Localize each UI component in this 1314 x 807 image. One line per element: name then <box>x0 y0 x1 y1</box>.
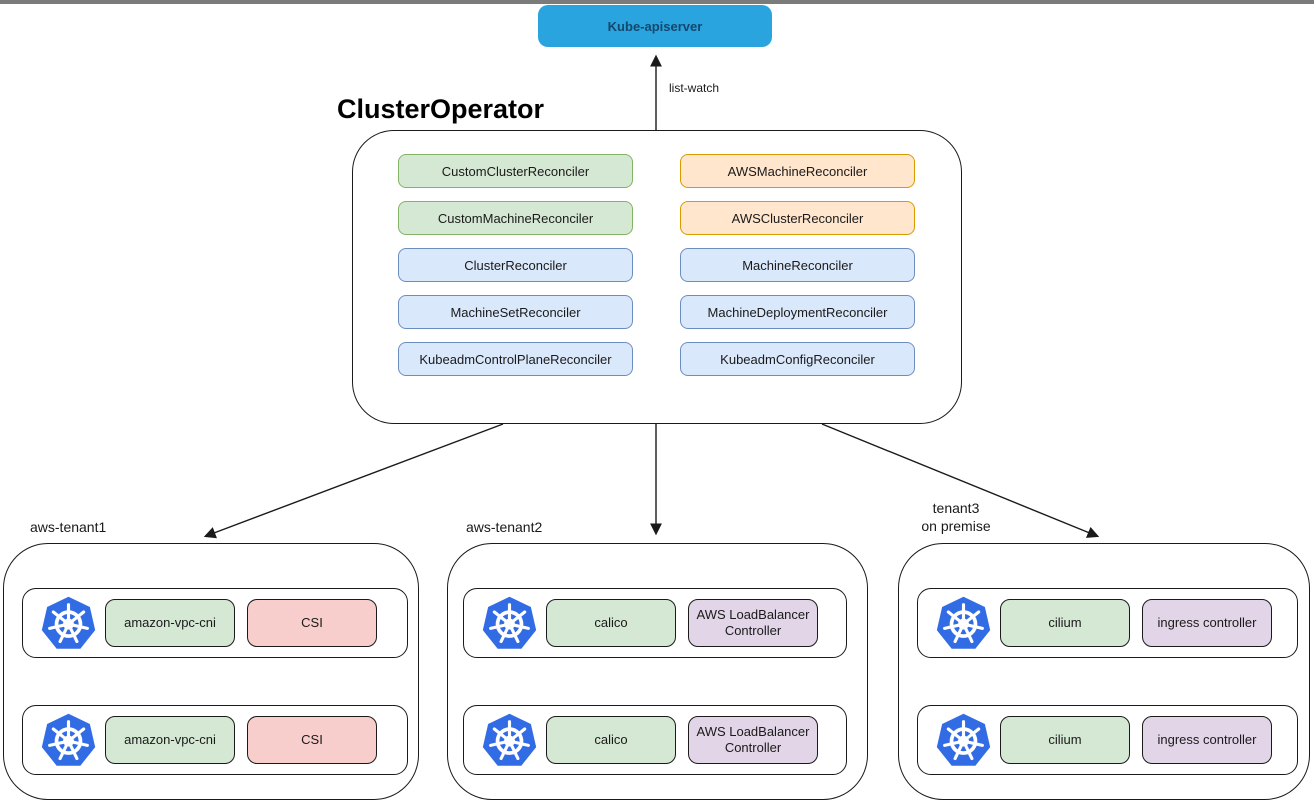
addon-node[interactable]: CSI <box>247 716 377 764</box>
tenant1-cluster-row[interactable]: amazon-vpc-cni CSI <box>22 705 408 775</box>
kubernetes-icon <box>936 713 991 766</box>
addon-node[interactable]: ingress controller <box>1142 716 1272 764</box>
cni-node[interactable]: amazon-vpc-cni <box>105 716 235 764</box>
reconciler-node[interactable]: KubeadmConfigReconciler <box>680 342 915 376</box>
reconciler-node[interactable]: ClusterReconciler <box>398 248 633 282</box>
cni-node[interactable]: cilium <box>1000 599 1130 647</box>
tenant2-cluster-row[interactable]: calico AWS LoadBalancer Controller <box>463 588 847 658</box>
cni-node[interactable]: calico <box>546 599 676 647</box>
cluster-operator-title: ClusterOperator <box>337 94 545 124</box>
list-watch-label: list-watch <box>669 81 720 95</box>
reconciler-node[interactable]: MachineReconciler <box>680 248 915 282</box>
reconciler-node[interactable]: CustomClusterReconciler <box>398 154 633 188</box>
kubernetes-icon <box>41 596 96 649</box>
tenant2-container[interactable]: calico AWS LoadBalancer Controller calic… <box>447 543 868 800</box>
tenant1-label-line: aws-tenant1 <box>30 519 107 535</box>
tenant1-container[interactable]: amazon-vpc-cni CSI amazon-vpc-cni CSI <box>3 543 419 800</box>
tenant3-label-line2: on premise <box>921 517 991 534</box>
reconciler-node[interactable]: AWSMachineReconciler <box>680 154 915 188</box>
addon-node[interactable]: ingress controller <box>1142 599 1272 647</box>
reconciler-node[interactable]: KubeadmControlPlaneReconciler <box>398 342 633 376</box>
kubernetes-icon <box>936 596 991 649</box>
tenant3-cluster-row[interactable]: cilium ingress controller <box>917 588 1298 658</box>
cni-node[interactable]: amazon-vpc-cni <box>105 599 235 647</box>
tenant2-label-line: aws-tenant2 <box>466 519 543 535</box>
kubernetes-icon <box>482 596 537 649</box>
reconciler-node[interactable]: MachineDeploymentReconciler <box>680 295 915 329</box>
cni-node[interactable]: calico <box>546 716 676 764</box>
tenant1-cluster-row[interactable]: amazon-vpc-cni CSI <box>22 588 408 658</box>
window-top-border <box>0 0 1314 4</box>
tenant3-cluster-row[interactable]: cilium ingress controller <box>917 705 1298 775</box>
edge-operator-to-tenant1 <box>203 423 504 539</box>
tenant2-label: aws-tenant2 <box>466 519 542 537</box>
addon-node[interactable]: CSI <box>247 599 377 647</box>
kubernetes-icon <box>482 713 537 766</box>
tenant3-label-line1: tenant3 <box>932 500 980 516</box>
tenant1-label: aws-tenant1 <box>30 519 106 537</box>
tenant2-cluster-row[interactable]: calico AWS LoadBalancer Controller <box>463 705 847 775</box>
reconciler-node[interactable]: CustomMachineReconciler <box>398 201 633 235</box>
kube-apiserver-node[interactable]: Kube-apiserver <box>538 5 772 47</box>
cni-node[interactable]: cilium <box>1000 716 1130 764</box>
reconciler-node[interactable]: AWSClusterReconciler <box>680 201 915 235</box>
kubernetes-icon <box>41 713 96 766</box>
cluster-operator-container[interactable]: CustomClusterReconciler AWSMachineReconc… <box>352 130 962 424</box>
tenant3-label: tenant3 on premise <box>896 500 1016 535</box>
addon-node[interactable]: AWS LoadBalancer Controller <box>688 716 818 764</box>
tenant3-container[interactable]: cilium ingress controller cilium ingress… <box>898 543 1310 800</box>
reconciler-node[interactable]: MachineSetReconciler <box>398 295 633 329</box>
addon-node[interactable]: AWS LoadBalancer Controller <box>688 599 818 647</box>
